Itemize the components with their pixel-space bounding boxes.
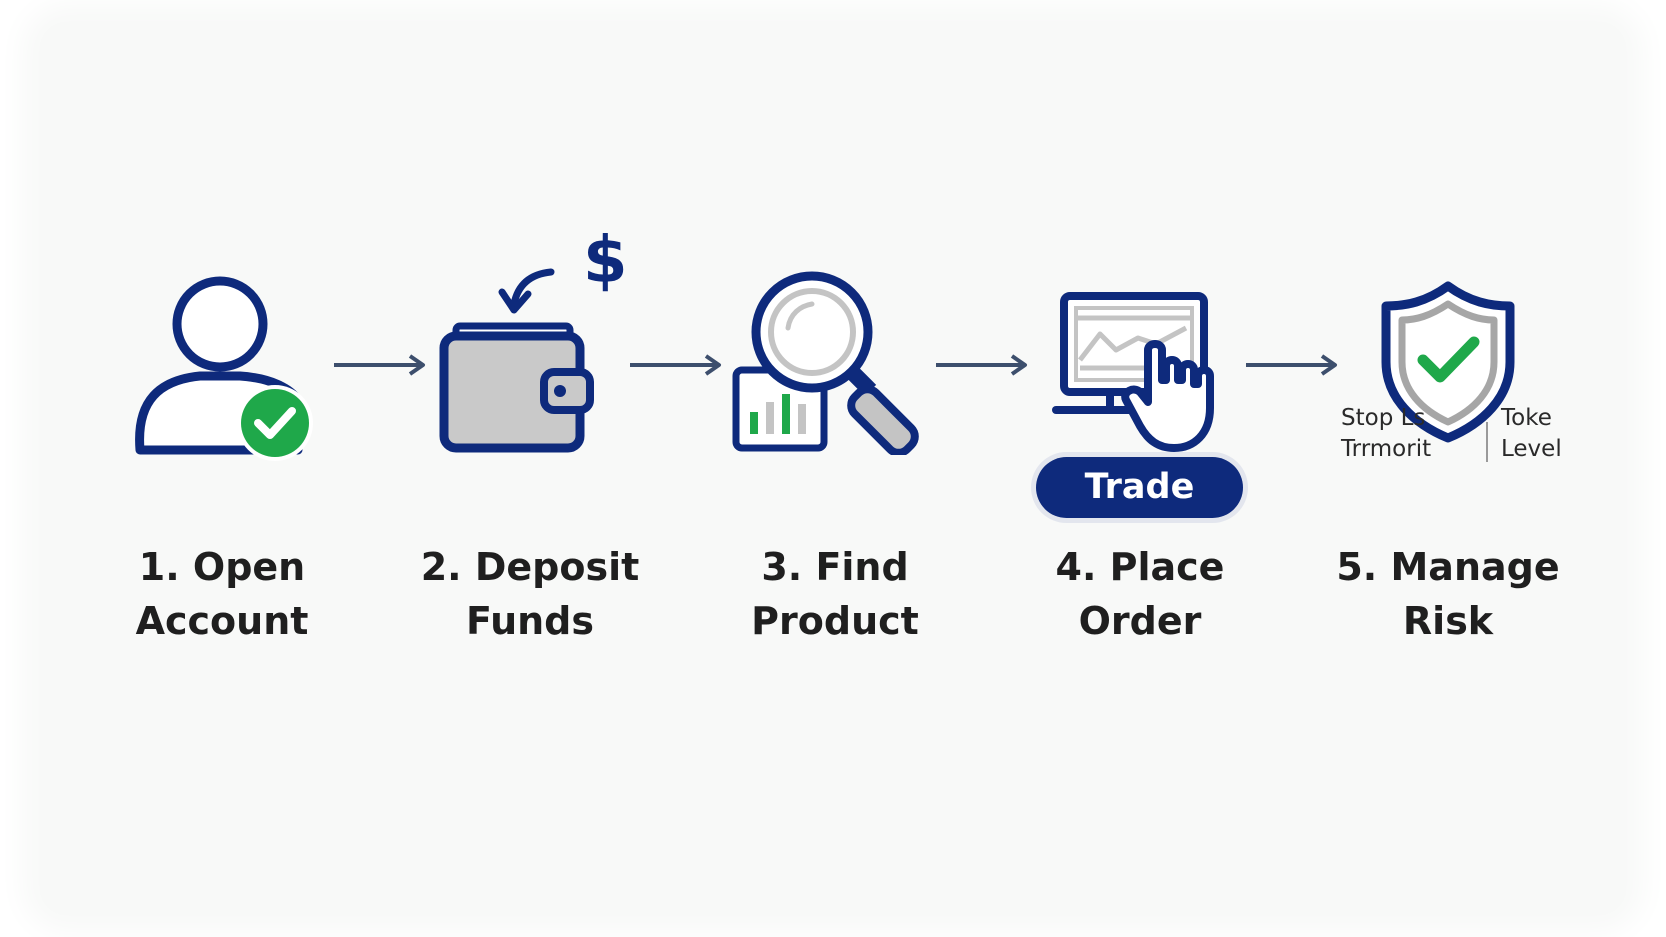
step-subtitle: Risk	[1402, 599, 1494, 643]
step-title: Deposit	[474, 545, 640, 589]
risk-note-left-line2: Trrmorit	[1341, 436, 1432, 462]
step-number: 2.	[420, 545, 462, 589]
diagram-panel	[40, 22, 1626, 915]
step-subtitle: Product	[751, 599, 919, 643]
risk-note-right: Toke Level	[1501, 403, 1562, 465]
step-title: Place	[1109, 545, 1225, 589]
wallet-deposit-icon	[439, 268, 594, 453]
risk-note-right-line1: Toke	[1501, 405, 1552, 431]
flow-arrow	[1246, 354, 1337, 376]
step-label-open-account: 1. Open Account	[82, 540, 362, 648]
step-subtitle: Funds	[466, 599, 594, 643]
risk-divider	[1486, 422, 1488, 462]
risk-note-left-line1: Stop Ls	[1341, 405, 1426, 431]
dollar-sign: $	[583, 224, 628, 298]
step-label-find-product: 3. Find Product	[695, 540, 975, 648]
step-title: Manage	[1390, 545, 1560, 589]
magnifier-chart-icon	[732, 271, 919, 455]
trade-button[interactable]: Trade	[1036, 457, 1243, 518]
risk-note-right-line2: Level	[1501, 436, 1562, 462]
step-number: 3.	[761, 545, 803, 589]
step-title: Open	[192, 545, 306, 589]
flow-arrow	[936, 354, 1027, 376]
flow-arrow	[334, 354, 425, 376]
step-label-place-order: 4. Place Order	[1000, 540, 1280, 648]
shield-check-icon	[1381, 281, 1515, 443]
flow-arrow	[630, 354, 721, 376]
user-check-icon	[135, 276, 313, 461]
step-number: 5.	[1336, 545, 1378, 589]
step-label-manage-risk: 5. Manage Risk	[1308, 540, 1588, 648]
step-number: 1.	[138, 545, 180, 589]
step-subtitle: Order	[1078, 599, 1202, 643]
risk-note-left: Stop Ls Trrmorit	[1341, 403, 1431, 465]
step-label-deposit-funds: 2. Deposit Funds	[390, 540, 670, 648]
step-title: Find	[815, 545, 909, 589]
step-number: 4.	[1055, 545, 1097, 589]
step-subtitle: Account	[135, 599, 309, 643]
monitor-click-icon	[1052, 292, 1214, 452]
